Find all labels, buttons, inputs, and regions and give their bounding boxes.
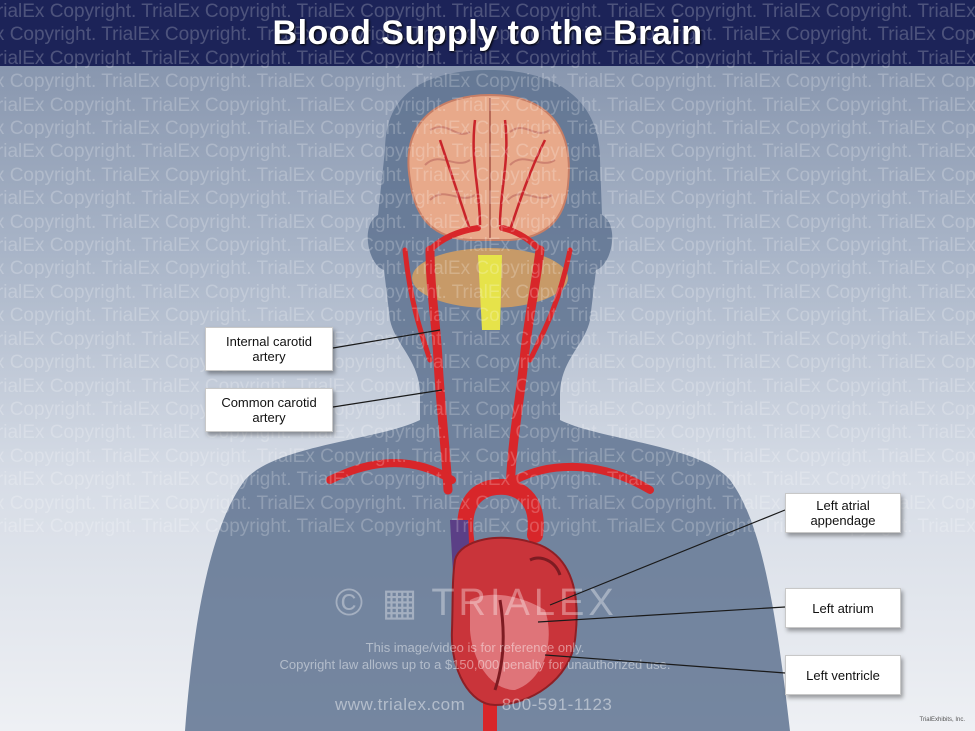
brainstem — [478, 255, 502, 330]
website: www.trialex.com — [335, 695, 466, 714]
phone: 800-591-1123 — [501, 695, 613, 714]
copyright-symbol: © — [335, 582, 367, 624]
brain — [407, 93, 570, 241]
columns-icon: ▦ — [381, 582, 418, 624]
copyright-notice-line1: This image/video is for reference only. — [365, 640, 585, 655]
small-brand-mark: TrialExhibits, Inc. — [919, 717, 965, 723]
label-common-carotid-artery: Common carotid artery — [205, 388, 333, 432]
page-title: Blood Supply to the Brain — [272, 13, 703, 52]
label-internal-carotid-artery: Internal carotid artery — [205, 327, 333, 371]
logo-text: TRIALEX — [431, 582, 618, 624]
label-left-atrium: Left atrium — [785, 588, 901, 628]
copyright-notice-line2: Copyright law allows up to a $150,000 pe… — [279, 657, 671, 672]
label-left-ventricle: Left ventricle — [785, 655, 901, 695]
title-bar: Blood Supply to the Brain — [0, 0, 975, 66]
website-phone: www.trialex.com 800-591-1123 — [335, 695, 612, 715]
label-left-atrial-appendage: Left atrial appendage — [785, 493, 901, 533]
trialex-logo: © ▦ TRIALEX — [335, 580, 618, 625]
